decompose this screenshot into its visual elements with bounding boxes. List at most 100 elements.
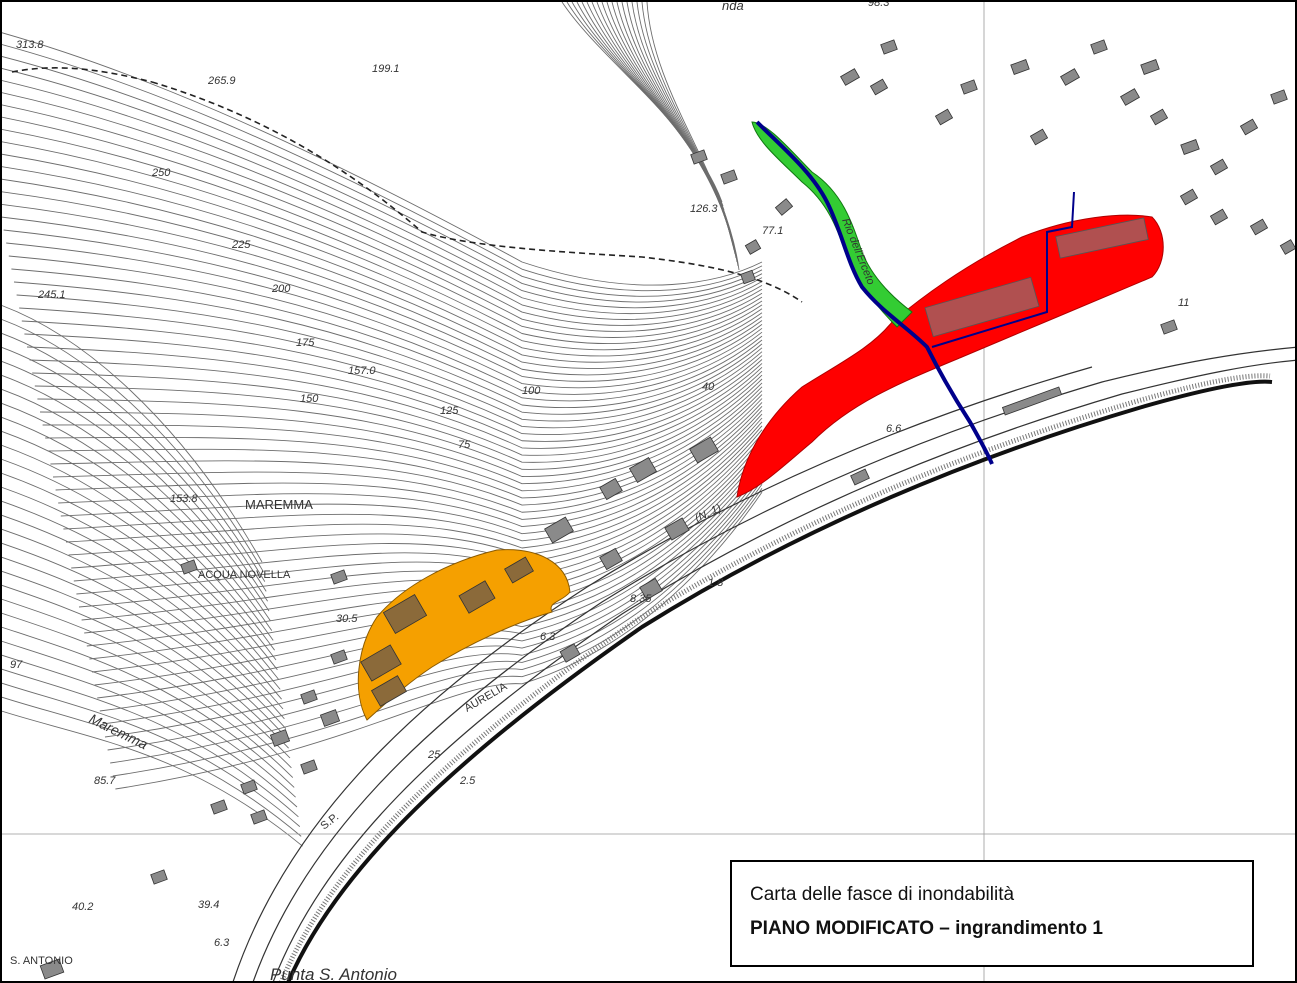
contour-line <box>626 2 736 255</box>
contour-line <box>104 476 763 738</box>
spot-height: 1.8 <box>708 577 724 589</box>
building <box>1090 39 1108 55</box>
contour-line <box>631 2 737 259</box>
contour-line <box>47 390 763 499</box>
building <box>240 779 258 795</box>
contour-line <box>561 2 723 203</box>
contour-line <box>2 584 291 759</box>
contour-line <box>2 166 763 351</box>
contour-line <box>2 445 277 661</box>
contour-line <box>2 361 268 602</box>
building <box>559 643 581 663</box>
label-s-antonio: S. ANTONIO <box>10 955 73 967</box>
spot-height: 245.1 <box>37 289 66 301</box>
contour-line <box>2 528 285 720</box>
building <box>740 269 756 285</box>
building <box>1239 118 1259 136</box>
contour-line <box>2 129 763 332</box>
contour-line <box>3 229 763 382</box>
contour-line <box>2 696 302 837</box>
contour-line <box>2 542 287 729</box>
spot-height: 6.3 <box>214 937 230 949</box>
spot-height: 98.3 <box>868 2 890 9</box>
spot-height: 6.3 <box>540 631 556 643</box>
contour-line <box>2 556 288 739</box>
contour-line <box>2 216 763 376</box>
contour-line <box>21 320 763 429</box>
contour-line <box>97 464 763 699</box>
contour-line <box>586 2 728 223</box>
spot-height: 100 <box>522 385 541 397</box>
spot-height: 40.2 <box>72 901 93 913</box>
legend-subtitle: PIANO MODIFICATO – ingrandimento 1 <box>750 918 1103 939</box>
building <box>720 169 738 185</box>
contour-line <box>6 242 763 389</box>
label-n1: (N. 1) <box>693 502 723 525</box>
blue-stream <box>755 120 1075 465</box>
contour-line <box>107 480 763 751</box>
building <box>1209 208 1229 226</box>
spot-heights: 313.8265.9250225200175150157.01251007519… <box>10 2 1189 949</box>
building <box>880 39 898 55</box>
contour-line <box>2 68 763 303</box>
contour-line <box>2 570 289 749</box>
spot-height: 150 <box>300 393 319 405</box>
contour-line <box>2 640 296 798</box>
building <box>850 468 870 486</box>
trail-paths <box>11 67 803 303</box>
building <box>1179 188 1199 206</box>
spot-height: 125 <box>440 405 459 417</box>
contour-line <box>2 44 763 292</box>
contour-line <box>2 514 284 710</box>
building <box>1120 88 1140 106</box>
spot-height: 199.1 <box>372 63 400 75</box>
building <box>210 799 228 815</box>
contour-line <box>13 281 763 409</box>
contour-line <box>2 431 275 651</box>
road-aurelia <box>232 346 1295 981</box>
red-flood-zone <box>736 214 1164 498</box>
contour-line <box>2 375 270 612</box>
label-punta-s-antonio: Punta S. Antonio <box>270 965 397 983</box>
building <box>869 78 889 96</box>
contour-line <box>2 116 763 326</box>
contour-line <box>2 56 763 297</box>
contour-line <box>24 333 763 435</box>
green-stream-band <box>751 121 913 328</box>
contour-line <box>19 307 763 422</box>
contour-line <box>2 347 267 592</box>
label-maremma-upper: MAREMMA <box>245 497 313 512</box>
building <box>744 239 762 255</box>
building <box>1029 128 1049 146</box>
contour-line <box>34 370 763 463</box>
contour-line <box>2 612 294 778</box>
contour-line <box>571 2 725 211</box>
contour-line <box>601 2 731 235</box>
contour-line <box>566 2 724 207</box>
spot-height: 126.3 <box>690 203 718 215</box>
legend-title: Carta delle fasce di inondabilità <box>750 884 1015 905</box>
contour-line <box>32 366 763 456</box>
spot-height: 225 <box>231 239 251 251</box>
spot-height: 2.5 <box>459 775 476 787</box>
contour-line <box>8 255 763 395</box>
contour-line <box>2 500 282 700</box>
contour-line <box>2 80 763 309</box>
contour-lines <box>2 2 763 847</box>
contour-line <box>2 598 292 769</box>
contour-line <box>2 389 271 622</box>
building <box>300 689 318 705</box>
building <box>960 79 978 95</box>
contour-line <box>2 141 763 338</box>
spot-height: 11 <box>1178 297 1189 309</box>
building <box>840 68 860 86</box>
building <box>774 198 794 216</box>
buildings-in-orange-zone <box>360 556 534 707</box>
spot-height: 175 <box>296 337 315 349</box>
building <box>690 149 708 165</box>
building <box>1270 89 1288 105</box>
contour-line <box>11 268 763 402</box>
building <box>1060 68 1080 86</box>
contour-line <box>636 2 738 263</box>
